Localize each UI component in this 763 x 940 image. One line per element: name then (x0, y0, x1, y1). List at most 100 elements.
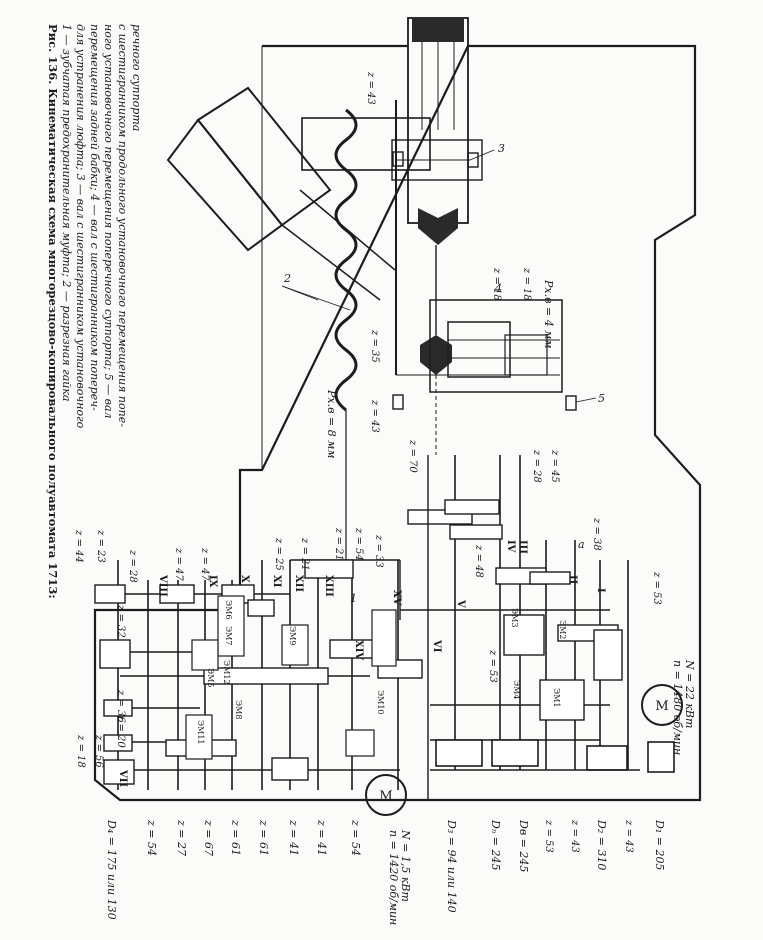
callout-5: 5 (598, 392, 605, 405)
caption-heading: Рис. 136. Кинематическая схема многорезц… (46, 24, 60, 599)
shaft-label: XI (271, 575, 282, 588)
gear-label: z = 35 (369, 329, 380, 363)
shaft-label: XIV (353, 640, 364, 660)
left-gear-labels: z = 18 z = 36 z = 20 z = 56 z = 32 z = 2… (73, 439, 560, 768)
shaft-label: V (455, 599, 466, 608)
callout-2: 2 (283, 272, 291, 285)
right-box-gears (407, 499, 623, 721)
gear-label: z = 28 (127, 549, 138, 583)
gear-label: z = 43 (623, 819, 634, 853)
gear-label: z = 21 (299, 537, 310, 571)
label-pulley-d2: D₂ = 310 (595, 819, 608, 870)
gear-label: z = 18 (75, 734, 86, 768)
feed-motor-speed: n = 1420 об/мин (387, 830, 400, 925)
gear-label: z = 43 (365, 71, 376, 105)
label-pulley-d4: D₄ = 175 или 130 (105, 819, 118, 920)
gear-label: z = 45 (549, 449, 560, 483)
gear-label: z = 53 (651, 571, 662, 605)
gear-label: z = 54 (353, 527, 364, 561)
caption-line-4: ного установочного перемещения поперечно… (102, 24, 115, 419)
shaft-label: III (517, 540, 528, 554)
left-box-clutches (185, 595, 397, 760)
caption-line-5: с шестигранником продольного установочно… (116, 24, 129, 427)
gear-label: z = 43 (569, 819, 580, 853)
clutch-label: ЭМ3 (510, 608, 519, 627)
gear-label: z = 53 (487, 649, 498, 683)
spindle-bearing-block (391, 139, 483, 181)
main-motor-power: N = 22 кВт (683, 659, 696, 728)
gear-label: z = 38 (591, 517, 602, 551)
clutch-label: ЭМ10 (376, 690, 385, 715)
gear-label: z = 70 (407, 439, 418, 473)
hex-shaft-3 (467, 152, 479, 168)
gear-label: z = 56 (93, 734, 104, 768)
gear-label: z = 47 (173, 547, 184, 581)
gear-label: z = 41 (287, 819, 300, 856)
main-motor-symbol: M (655, 699, 668, 714)
tailstock-center (420, 335, 452, 375)
clutch-label: ЭМ5 (206, 668, 215, 687)
label-pulley-d3: D₃ = 94 или 140 (445, 819, 458, 913)
callouts: 1 2 3 4 5 a (283, 142, 605, 605)
clutch-label: ЭМ4 (512, 680, 521, 699)
cross-slide-housing (429, 299, 563, 393)
caption-line-2: для устранения люфта; 3 — вал с шестигра… (74, 24, 87, 429)
gear-label: z = 61 (229, 819, 242, 856)
label-pulley-dv: Dв = 245 (517, 819, 530, 872)
top-gear-labels: z = 43 z = 43 z = 35 z = 18 z = 18 (365, 71, 532, 433)
main-motor: M (641, 684, 683, 726)
shaft-label: II (567, 575, 578, 585)
gear-label: z = 33 (373, 534, 384, 568)
gear-label: z = 43 (369, 399, 380, 433)
gear-label: z = 47 (199, 547, 210, 581)
shaft-label: I (595, 588, 606, 593)
shaft-label: XV (391, 590, 402, 606)
gear-label: z = 21 (333, 527, 344, 561)
feed-motor: M (365, 774, 407, 816)
gear-label: z = 36 (115, 689, 126, 723)
label-pulley-d1: D₁ = 205 (653, 819, 666, 870)
shaft-label: IV (505, 540, 516, 553)
gear-label: z = 54 (349, 819, 362, 856)
gear-label: z = 48 (473, 544, 484, 578)
label-pulley-dn: Dₙ = 245 (489, 819, 502, 870)
pulleys (435, 739, 675, 773)
main-motor-speed: n = 1480 об/мин (671, 660, 684, 755)
shaft-label: XII (293, 575, 304, 592)
clutch-label: ЭМ2 (558, 620, 567, 639)
shaft-label: XIII (323, 575, 334, 597)
gear-label: z = 25 (273, 537, 284, 571)
feed-motor-power: N = 1,5 кВт (399, 829, 412, 902)
callout-4: 4 (494, 282, 502, 295)
spindle-center (418, 208, 458, 245)
feed-screw-pitch: Pх.в = 8 мм (325, 389, 338, 458)
gear-label: z = 41 (315, 819, 328, 856)
hex-shaft-5 (565, 395, 577, 411)
gear-label: z = 32 (115, 604, 126, 638)
gear-label: z = 67 (202, 819, 215, 856)
gear-label: z = 23 (95, 529, 106, 563)
gear-label: z = 18 (491, 267, 502, 301)
right-gear-labels: z = 43 z = 43 z = 53 z = 53 z = 48 z = 5… (473, 517, 662, 853)
clutch-label: ЭМ6 (224, 600, 233, 619)
gear-label: z = 44 (73, 529, 84, 563)
shaft-label: VI (431, 639, 442, 653)
clutch-label: ЭМ7 (224, 626, 233, 645)
lead-screw-wavy (334, 108, 358, 412)
callout-1: 1 (350, 592, 357, 605)
shaft-label: VII (117, 769, 128, 787)
clutch-label: ЭМ11 (196, 720, 205, 745)
tool-holder (447, 321, 511, 378)
clutch-labels: ЭМ1 ЭМ2 ЭМ3 ЭМ4 ЭМ5 ЭМ6 ЭМ7 ЭМ8 ЭМ9 ЭМ10… (196, 600, 567, 745)
clutch-label: ЭМ12 (222, 660, 231, 685)
cross-screw-pitch: Pх.в = 4 мм (542, 279, 555, 348)
callout-3: 3 (498, 142, 505, 155)
figure-caption: Рис. 136. Кинематическая схема многорезц… (46, 24, 143, 599)
gear-label: z = 54 (145, 819, 158, 856)
copy-slide-housing (301, 117, 431, 171)
gear-label: z = 18 (521, 267, 532, 301)
machine-frame-outline (93, 44, 702, 802)
shaft-label: IX (207, 575, 218, 588)
clutch-label: ЭМ8 (234, 700, 243, 719)
